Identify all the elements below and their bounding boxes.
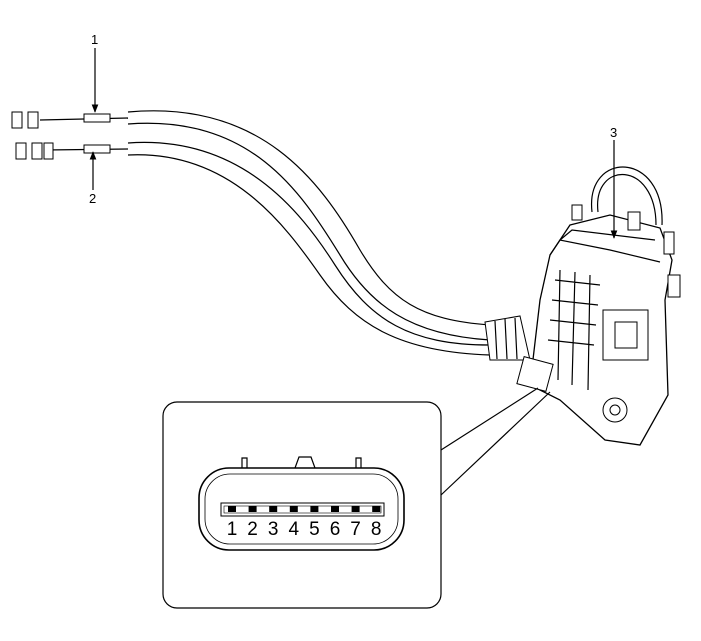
pin-terminal xyxy=(248,506,257,512)
latch-actuator xyxy=(516,204,681,446)
pin-number: 1 xyxy=(227,519,238,540)
callout-1-label: 1 xyxy=(91,32,98,47)
pin-terminal xyxy=(228,506,236,512)
callout-3-label: 3 xyxy=(610,125,617,140)
pin-number: 6 xyxy=(330,519,341,540)
zoom-line-top xyxy=(440,387,539,451)
pin-number: 4 xyxy=(289,519,300,540)
pin-number: 8 xyxy=(371,519,382,540)
pin-number: 2 xyxy=(247,519,258,540)
zoom-line-bottom xyxy=(440,391,551,496)
pin-terminal xyxy=(269,506,278,512)
pin-terminal xyxy=(351,506,360,512)
pin-number: 7 xyxy=(350,519,361,540)
wire-loop xyxy=(591,166,663,226)
pin-terminal xyxy=(310,506,319,512)
pin-terminal xyxy=(372,506,381,512)
cable-1 xyxy=(11,110,491,341)
callout-2-label: 2 xyxy=(89,191,96,206)
pin-terminal xyxy=(331,506,339,512)
pin-terminal xyxy=(289,506,298,512)
pin-number: 3 xyxy=(268,519,279,540)
pin-number: 5 xyxy=(309,519,320,540)
cable-2 xyxy=(15,141,491,356)
boot xyxy=(484,315,531,361)
